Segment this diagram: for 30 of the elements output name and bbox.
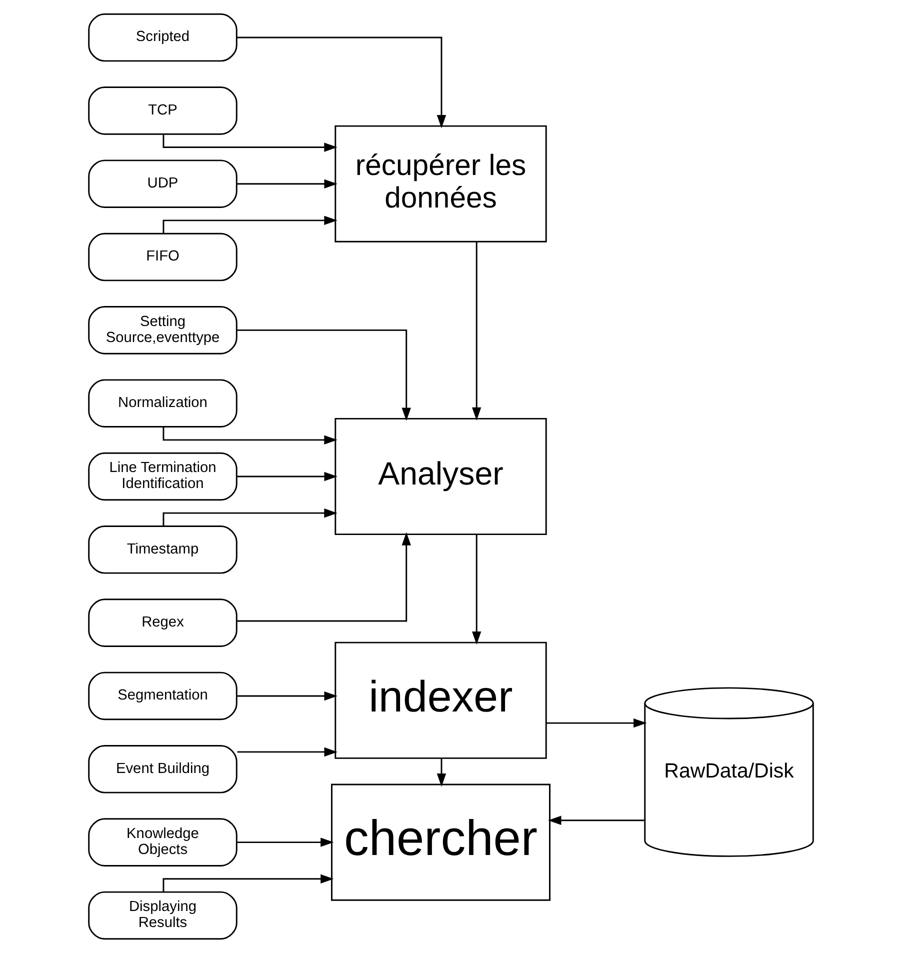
node-box: Segmentation bbox=[88, 672, 238, 720]
arrow bbox=[237, 329, 411, 421]
node-box: Displaying Results bbox=[88, 891, 238, 940]
arrow bbox=[237, 179, 338, 188]
node-box: récupérer les données bbox=[334, 125, 547, 242]
node-box: indexer bbox=[334, 642, 547, 759]
arrow bbox=[237, 747, 338, 757]
arrow bbox=[237, 472, 338, 482]
node-box: UDP bbox=[88, 160, 238, 208]
arrow bbox=[472, 534, 482, 645]
arrow bbox=[237, 838, 334, 847]
arrow bbox=[546, 718, 647, 728]
node-box: FIFO bbox=[88, 232, 238, 282]
node-box: Analyser bbox=[334, 418, 547, 536]
node-box: Regex bbox=[88, 598, 238, 647]
arrow bbox=[236, 36, 446, 128]
arrow bbox=[472, 242, 482, 421]
node-box: TCP bbox=[88, 86, 238, 135]
node-box: Timestamp bbox=[88, 526, 238, 574]
node-box: Knowledge Objects bbox=[88, 818, 238, 866]
arrow bbox=[548, 816, 645, 825]
node-box: chercher bbox=[331, 784, 550, 901]
node-box: Scripted bbox=[88, 13, 238, 62]
node-box: Line Termination Identification bbox=[88, 452, 238, 501]
arrow bbox=[237, 532, 411, 622]
arrow bbox=[436, 758, 446, 787]
node-box: Setting Source,eventtype bbox=[88, 306, 238, 354]
arrow bbox=[237, 691, 338, 701]
node-box: Normalization bbox=[88, 379, 238, 428]
node-box: Event Building bbox=[88, 745, 238, 794]
